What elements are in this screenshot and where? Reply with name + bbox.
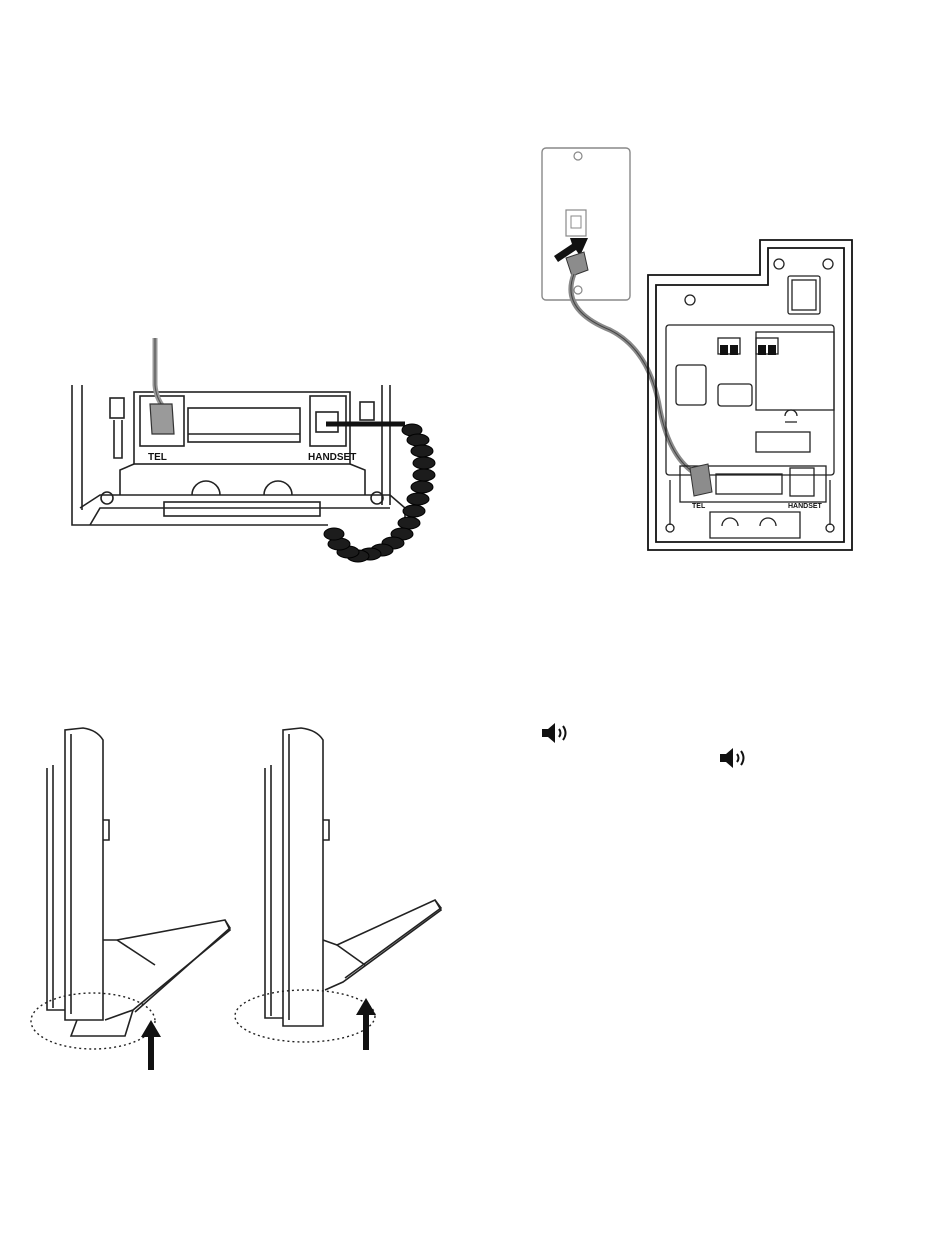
speaker-volume-icon xyxy=(540,722,570,744)
tel-jack-label: TEL xyxy=(148,452,167,463)
speaker-volume-icon-2 xyxy=(718,747,748,769)
figure-wall-connection: TEL HANDSET xyxy=(530,140,870,560)
base-jacks-illustration: TEL HANDSET xyxy=(60,330,460,600)
wall-handset-label: HANDSET xyxy=(788,503,823,510)
wall-tel-label: TEL xyxy=(692,503,706,510)
handset-jack-label: HANDSET xyxy=(308,452,356,463)
side-views-illustration xyxy=(25,720,455,1080)
wall-connection-illustration: TEL HANDSET xyxy=(530,140,870,560)
figure-side-views xyxy=(25,720,455,1080)
figure-base-jacks: TEL HANDSET xyxy=(60,330,460,600)
